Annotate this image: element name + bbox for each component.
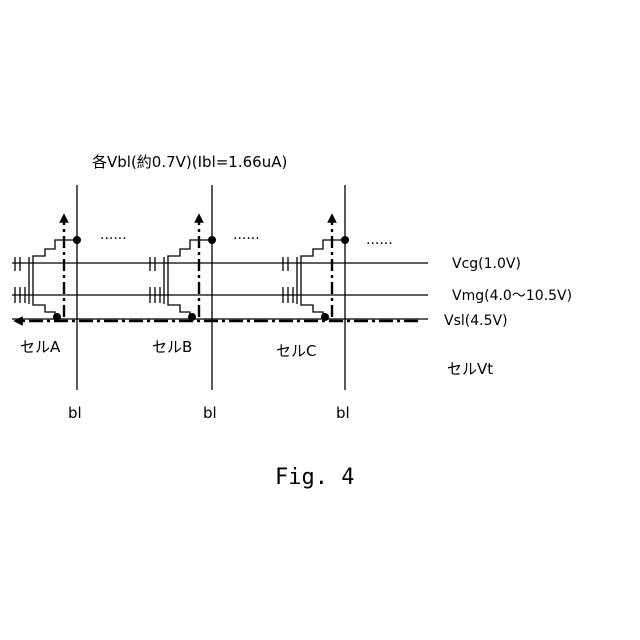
vsl-label: Vsl(4.5V): [444, 313, 508, 329]
bitline-label: bl: [336, 404, 350, 422]
cell-label: セルB: [152, 338, 192, 356]
bitline-label: bl: [68, 404, 82, 422]
transistor-channel: [168, 240, 212, 317]
cell-label: セルC: [276, 342, 316, 360]
bitline-label: bl: [203, 404, 217, 422]
vcg-label: Vcg(1.0V): [452, 256, 521, 272]
cell-label: セルA: [20, 338, 61, 356]
ellipsis-dots: ......: [366, 232, 393, 248]
cell-vt-label: セルVt: [447, 360, 493, 378]
cell-a: ...... セルA bl: [15, 185, 127, 422]
diagram-title: 各Vbl(約0.7V)(Ibl=1.66uA): [92, 153, 287, 171]
cell-b: ...... セルB bl: [150, 185, 260, 422]
transistor-channel: [301, 240, 345, 317]
transistor-channel: [33, 240, 77, 317]
figure-caption: Fig. 4: [275, 465, 354, 490]
ellipsis-dots: ......: [233, 227, 260, 243]
vmg-label: Vmg(4.0〜10.5V): [452, 288, 572, 304]
cell-c: ...... セルC bl: [276, 185, 393, 422]
ellipsis-dots: ......: [100, 227, 127, 243]
